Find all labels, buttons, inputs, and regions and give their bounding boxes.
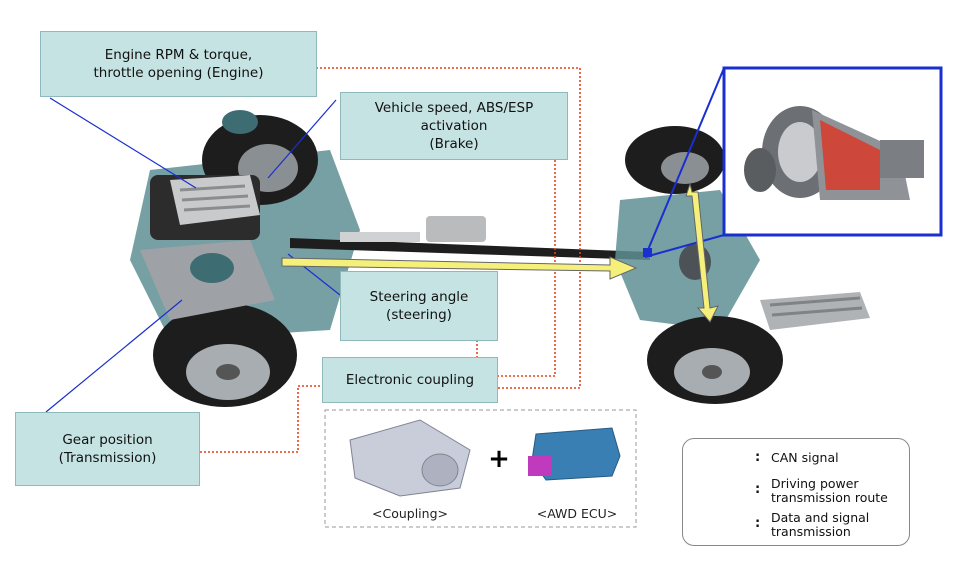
callout-engine-line2: throttle opening (Engine): [93, 65, 264, 81]
legend-data-label-2: transmission: [771, 524, 851, 539]
callout-gear-line2: (Transmission): [58, 450, 157, 466]
callout-brake: Vehicle speed, ABS/ESP activation (Brake…: [340, 92, 568, 160]
callout-steering-line1: Steering angle: [369, 288, 469, 305]
coupling-caption: <Coupling>: [372, 506, 448, 521]
plus-sign: +: [488, 444, 510, 474]
inset-leader-lines: [644, 67, 725, 258]
callout-gear: Gear position (Transmission): [15, 412, 200, 486]
callout-engine: Engine RPM & torque, throttle opening (E…: [40, 31, 317, 97]
legend-data-label-1: Data and signal: [771, 510, 870, 525]
legend-colon: :: [755, 516, 761, 531]
signal-lines: [200, 67, 581, 453]
legend-can-label: CAN signal: [771, 450, 839, 465]
callout-coupling-line1: Electronic coupling: [345, 371, 475, 388]
callout-engine-line1: Engine RPM & torque,: [104, 46, 253, 63]
ecu-caption: <AWD ECU>: [536, 506, 618, 521]
callout-steering-line2: (steering): [386, 307, 452, 323]
legend: : CAN signal : Driving power transmissio…: [682, 438, 910, 546]
callout-brake-line2: (Brake): [429, 136, 479, 153]
power-route-arrows: [281, 182, 719, 323]
components-box: [324, 409, 637, 528]
callout-gear-line1: Gear position: [62, 431, 153, 448]
can-signal-marker: [643, 248, 652, 257]
coupling-inset-photo: [722, 66, 943, 237]
callout-coupling: Electronic coupling: [322, 357, 498, 403]
callout-steering: Steering angle (steering): [340, 271, 498, 341]
vehicle-chassis-illustration: [130, 110, 870, 407]
legend-power-label-1: Driving power: [771, 476, 859, 491]
legend-colon: :: [755, 482, 761, 497]
legend-colon: :: [755, 450, 761, 465]
callout-brake-line1: Vehicle speed, ABS/ESP activation: [374, 99, 534, 134]
legend-power-label-2: transmission route: [771, 490, 888, 505]
